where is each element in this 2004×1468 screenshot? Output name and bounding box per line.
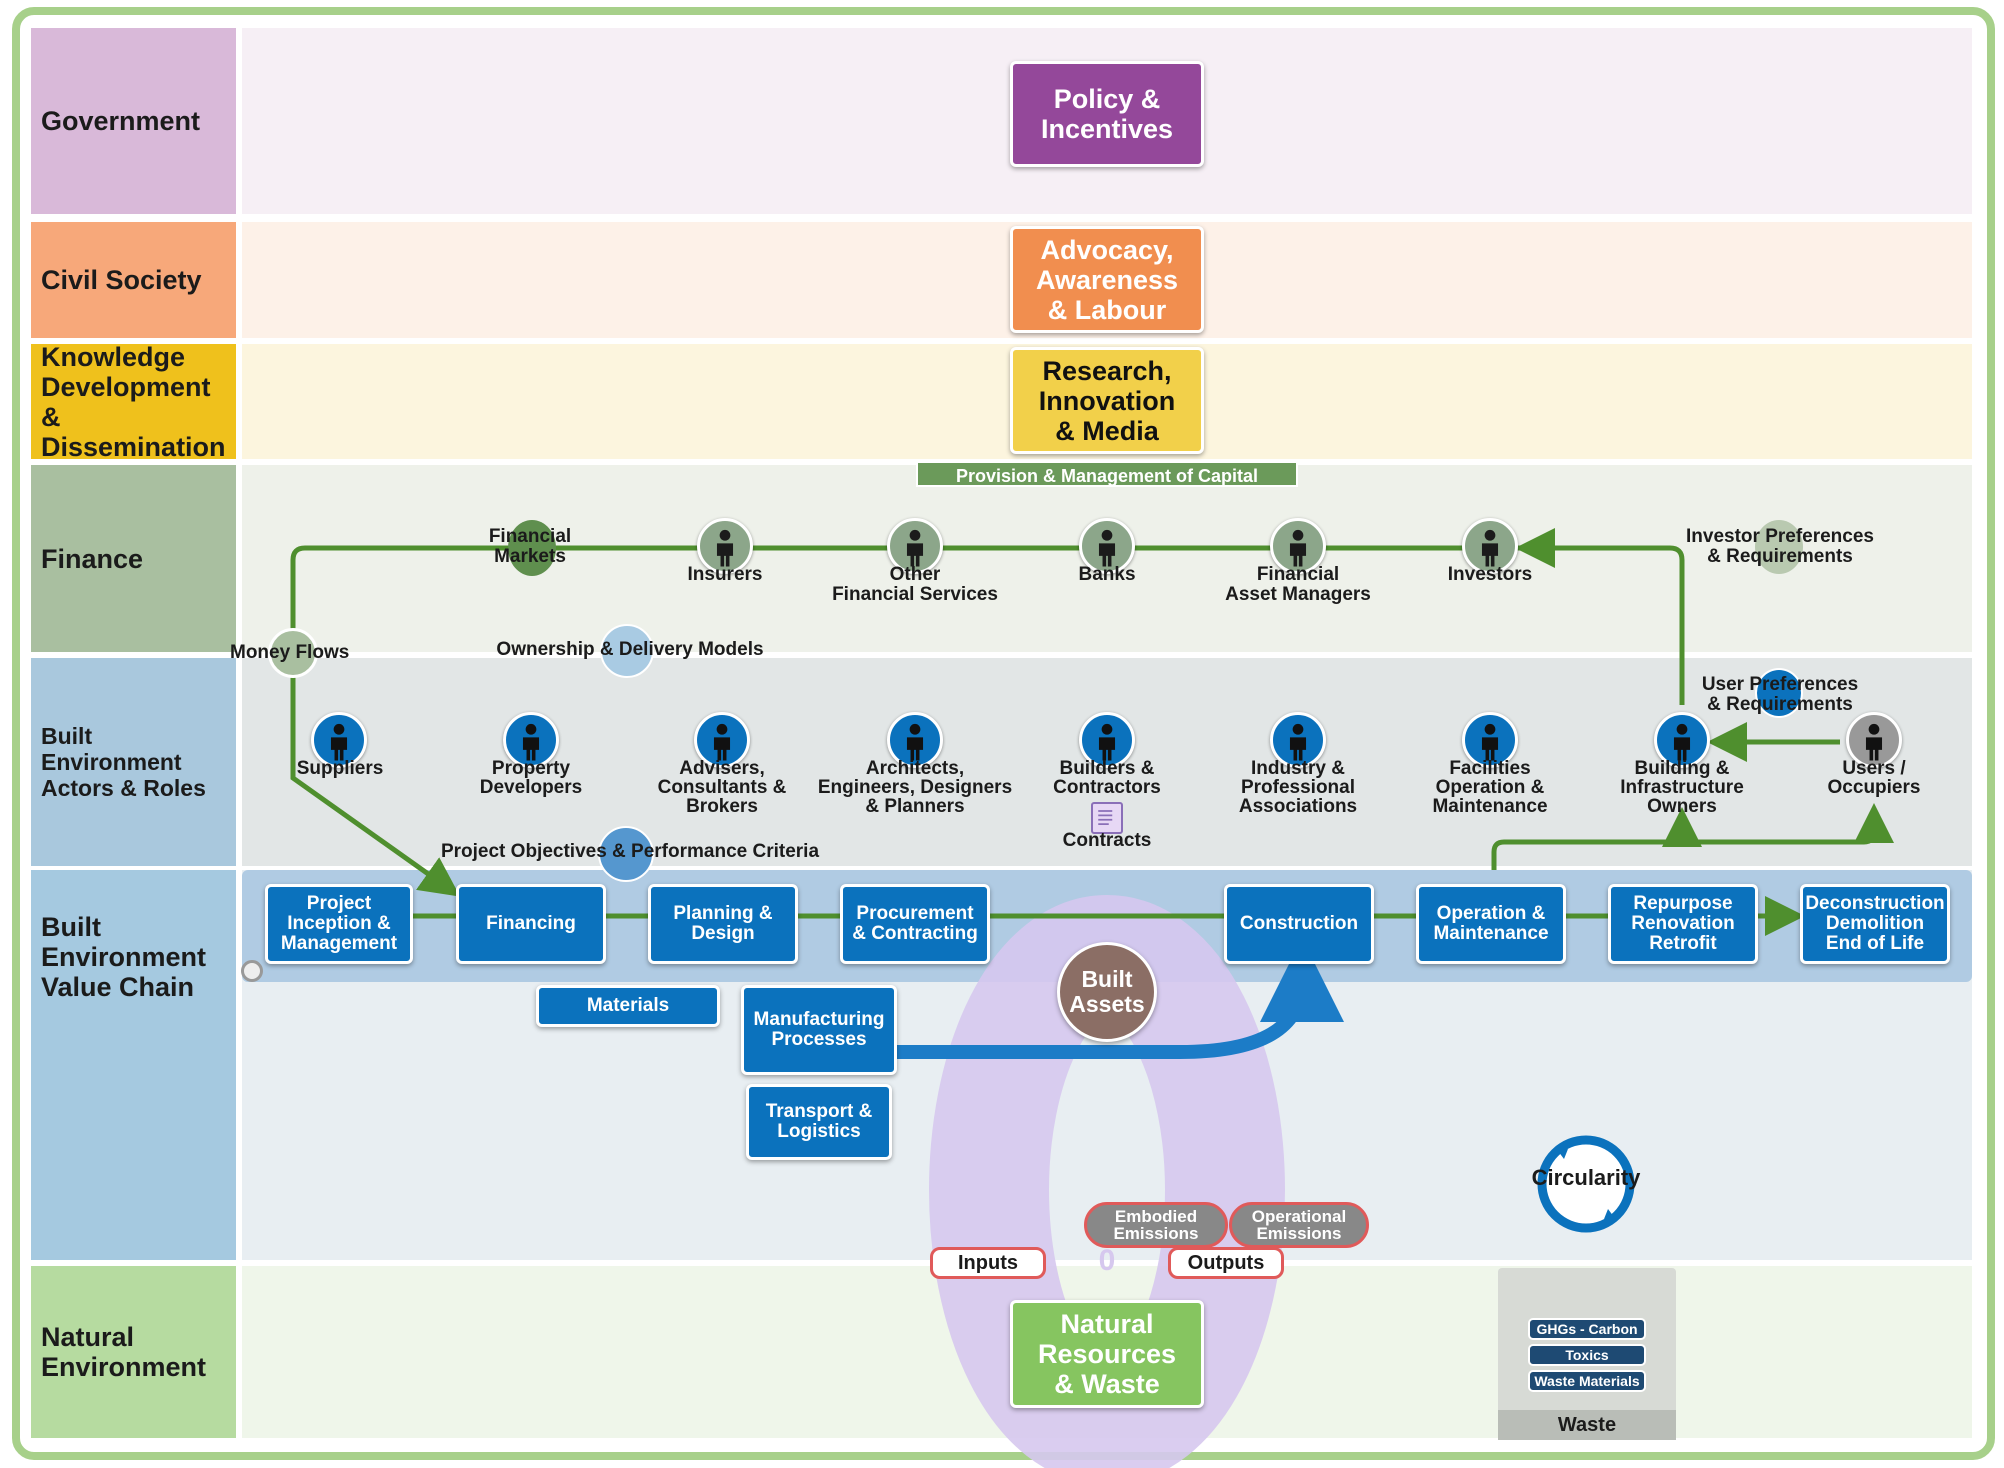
procurement-box[interactable]: Procurement & Contracting xyxy=(840,884,990,964)
waste-item-toxics: Toxics xyxy=(1528,1344,1646,1366)
lane-label-government: Government xyxy=(31,28,236,214)
asset-managers-person-icon[interactable] xyxy=(1270,518,1326,574)
lane-label-knowledge: Knowledge Development & Dissemination xyxy=(31,341,236,462)
investors-label: Investors xyxy=(1447,564,1533,585)
built-assets-circle[interactable]: Built Assets xyxy=(1057,942,1157,1042)
user-prefs-label: User Preferences & Requirements xyxy=(1701,674,1859,715)
financial-markets-circle xyxy=(508,520,556,576)
money-flows-circle-icon xyxy=(268,628,318,678)
transport-box[interactable]: Transport & Logistics xyxy=(746,1084,892,1160)
zero-mark: 0 xyxy=(1098,1244,1116,1277)
financial-markets-label: Financial Markets xyxy=(488,526,572,567)
contracts-icon[interactable] xyxy=(1091,802,1123,834)
finance-flow-line xyxy=(290,545,1520,640)
waste-item-ghg: GHGs - Carbon xyxy=(1528,1318,1646,1340)
operational-emissions-cloud[interactable]: Operational Emissions xyxy=(1229,1202,1369,1248)
objectives-circle xyxy=(598,826,654,882)
lane-text: Built Environment Actors & Roles xyxy=(41,723,206,801)
users-person-icon[interactable] xyxy=(1846,712,1902,768)
banks-label: Banks xyxy=(1078,564,1136,585)
natural-resources-box[interactable]: Natural Resources & Waste xyxy=(1010,1300,1204,1408)
owners-label: Building & Infrastructure Owners xyxy=(1620,758,1744,817)
owners-person-icon[interactable] xyxy=(1654,712,1710,768)
waste-item-materials: Waste Materials xyxy=(1528,1370,1646,1392)
materials-box[interactable]: Materials xyxy=(536,985,720,1027)
inputs-pill[interactable]: Inputs xyxy=(930,1247,1046,1279)
user-prefs-circle xyxy=(1755,668,1803,718)
lane-label-actors: Built Environment Actors & Roles xyxy=(31,658,236,866)
advisers-person-icon[interactable] xyxy=(694,712,750,768)
value-chain-start-circle[interactable] xyxy=(241,960,263,982)
lane-text: Natural Environment xyxy=(41,1322,207,1382)
suppliers-person-icon[interactable] xyxy=(311,712,367,768)
lane-label-finance: Finance xyxy=(31,465,236,652)
builders-label: Builders & Contractors xyxy=(1053,758,1161,798)
associations-label: Industry & Professional Associations xyxy=(1238,758,1358,817)
operation-maintenance-box[interactable]: Operation & Maintenance xyxy=(1416,884,1566,964)
circularity-label: Circularity xyxy=(1531,1165,1641,1190)
developers-label: Property Developers xyxy=(479,758,583,798)
money-to-financing-arrow xyxy=(290,660,461,897)
lane-text: Knowledge Development & Dissemination xyxy=(41,341,226,462)
embodied-emissions-cloud[interactable]: Embodied Emissions xyxy=(1084,1202,1228,1248)
asset-managers-label: Financial Asset Managers xyxy=(1225,564,1371,605)
planning-design-box[interactable]: Planning & Design xyxy=(648,884,798,964)
project-inception-box[interactable]: Project Inception & Management xyxy=(265,884,413,964)
suppliers-label: Suppliers xyxy=(296,758,384,779)
other-financial-label: Other Financial Services xyxy=(832,564,998,605)
insurers-label: Insurers xyxy=(687,564,763,585)
money-flows-label: Money Flows xyxy=(230,642,350,663)
architects-label: Architects, Engineers, Designers & Plann… xyxy=(817,758,1013,817)
construction-box[interactable]: Construction xyxy=(1224,884,1374,964)
architects-person-icon[interactable] xyxy=(887,712,943,768)
facilities-label: Facilities Operation & Maintenance xyxy=(1432,758,1548,817)
research-box[interactable]: Research, Innovation & Media xyxy=(1010,347,1204,454)
lane-text: Finance xyxy=(41,543,144,574)
investor-prefs-circle xyxy=(1755,520,1803,574)
investors-person-icon[interactable] xyxy=(1462,518,1518,574)
lane-label-civil-society: Civil Society xyxy=(31,222,236,338)
investor-feedback-line xyxy=(1515,528,1685,705)
investor-prefs-label: Investor Preferences & Requirements xyxy=(1686,526,1874,567)
developers-person-icon[interactable] xyxy=(503,712,559,768)
insurers-person-icon[interactable] xyxy=(697,518,753,574)
lane-text: Government xyxy=(41,106,201,136)
circularity-icon[interactable] xyxy=(1533,1133,1639,1235)
other-financial-person-icon[interactable] xyxy=(887,518,943,574)
facilities-person-icon[interactable] xyxy=(1462,712,1518,768)
repurpose-box[interactable]: Repurpose Renovation Retrofit xyxy=(1608,884,1758,964)
manufacturing-to-construction-arrow xyxy=(897,938,1344,1059)
associations-person-icon[interactable] xyxy=(1270,712,1326,768)
ownership-models-circle xyxy=(600,624,654,678)
users-label: Users / Occupiers xyxy=(1827,758,1921,798)
financing-box[interactable]: Financing xyxy=(456,884,606,964)
manufacturing-box[interactable]: Manufacturing Processes xyxy=(741,985,897,1075)
lane-text: Civil Society xyxy=(41,265,202,295)
objectives-label: Project Objectives & Performance Criteri… xyxy=(440,841,820,862)
policy-incentives-box[interactable]: Policy & Incentives xyxy=(1010,61,1204,167)
banks-person-icon[interactable] xyxy=(1079,518,1135,574)
deconstruction-box[interactable]: Deconstruction Demolition End of Life xyxy=(1800,884,1950,964)
advisers-label: Advisers, Consultants & Brokers xyxy=(657,758,787,817)
builders-person-icon[interactable] xyxy=(1079,712,1135,768)
contracts-label: Contracts xyxy=(1062,830,1152,851)
outputs-pill[interactable]: Outputs xyxy=(1168,1247,1284,1279)
ownership-models-label: Ownership & Delivery Models xyxy=(496,639,764,660)
lane-label-value-chain: Built Environment Value Chain xyxy=(31,870,236,1260)
waste-label: Waste xyxy=(1498,1410,1676,1440)
advocacy-box[interactable]: Advocacy, Awareness & Labour xyxy=(1010,226,1204,333)
capital-bar: Provision & Management of Capital xyxy=(916,461,1298,487)
lane-text: Built Environment Value Chain xyxy=(41,912,207,1002)
lane-label-natural: Natural Environment xyxy=(31,1266,236,1438)
